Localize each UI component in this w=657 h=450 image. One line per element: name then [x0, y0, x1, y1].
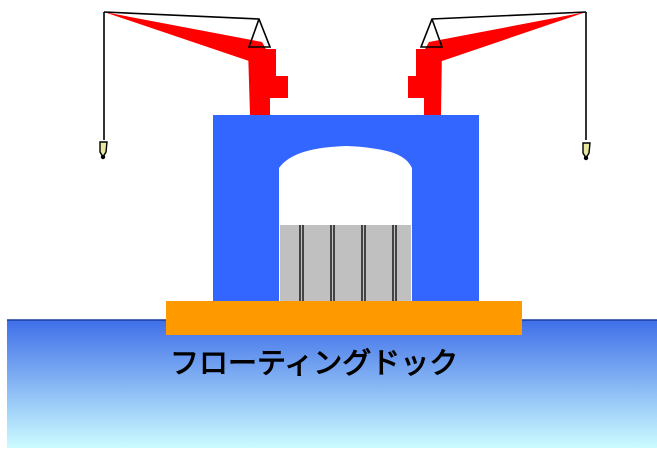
crane-right-hook-tip — [583, 155, 589, 161]
crane-left-hook — [99, 141, 108, 159]
dock-top-beam — [213, 115, 479, 148]
crane-hook-icon — [99, 141, 108, 160]
crane-right-hook — [582, 142, 591, 160]
dock-arch-shoulder-right — [365, 148, 412, 168]
crane-right-jib — [421, 12, 586, 61]
crane-left-body — [248, 49, 288, 115]
water — [7, 320, 657, 448]
crane-left-hook-tip — [100, 154, 106, 160]
crane-left-rigging — [103, 11, 272, 48]
dock-arch-shoulder-left — [279, 148, 330, 168]
crane-icon — [103, 11, 288, 140]
ship-block-dividers — [299, 225, 397, 302]
crane-icon — [408, 11, 587, 140]
pontoon-deck — [166, 301, 522, 335]
dock-structure — [213, 115, 479, 302]
crane-right-rigging — [419, 11, 587, 48]
ship-block-body — [280, 225, 411, 302]
crane-left-jib — [104, 12, 270, 61]
ship-block — [280, 225, 411, 302]
dock-arch-opening — [280, 146, 411, 225]
crane-right-body — [408, 49, 442, 115]
floating-dock-caption: フローティングドック — [170, 346, 458, 380]
crane-hook-icon — [582, 142, 591, 161]
